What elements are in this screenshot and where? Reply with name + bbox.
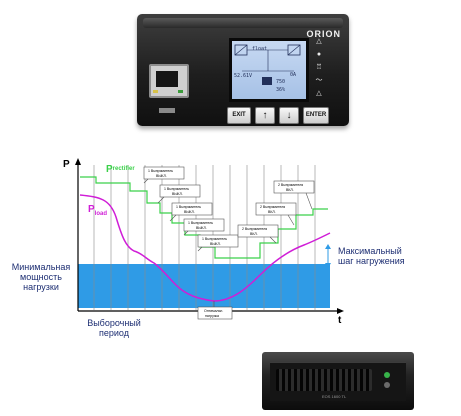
svg-text:2 Выпрямителя: 2 Выпрямителя xyxy=(278,183,303,187)
svg-text:ВЫКЛ.: ВЫКЛ. xyxy=(172,192,183,196)
t-axis-arrow xyxy=(337,308,344,314)
lcd-power: 750 xyxy=(276,79,286,85)
svg-text:ВКЛ.: ВКЛ. xyxy=(268,210,276,214)
p-axis-arrow xyxy=(75,158,81,165)
max-step-label: Максимальный шаг нагружения xyxy=(338,246,405,266)
ethernet-link-led xyxy=(153,90,158,93)
exit-button[interactable]: EXIT xyxy=(227,107,251,124)
alarm-icon: △ xyxy=(316,38,322,45)
minimum-load-band xyxy=(78,264,330,308)
rectifier-photo: EOS 1600 TL xyxy=(262,352,414,410)
svg-text:ВЫКЛ.: ВЫКЛ. xyxy=(184,210,195,214)
lcd-voltage: 52.61V xyxy=(234,73,253,79)
svg-text:1 Выпрямитель: 1 Выпрямитель xyxy=(188,221,213,225)
lcd-mode: float xyxy=(252,46,268,52)
ethernet-port-icon xyxy=(149,64,189,98)
svg-text:ВКЛ.: ВКЛ. xyxy=(286,188,294,192)
callout-minimum: Оптимальн.нагрузка xyxy=(197,301,233,320)
status-dot-icon: ● xyxy=(316,51,322,58)
load-series-label: Pload xyxy=(88,204,107,217)
rectifier-alarm-led xyxy=(384,382,390,388)
svg-text:1 Выпрямитель: 1 Выпрямитель xyxy=(148,169,173,173)
battery-icon: ♖ xyxy=(315,64,323,71)
service-slot xyxy=(159,108,175,113)
lcd-current: 0A xyxy=(290,72,297,78)
sampling-period-marker xyxy=(80,304,94,308)
load-power-curve xyxy=(79,194,331,302)
svg-text:Оптимальн.: Оптимальн. xyxy=(204,309,223,313)
brand-logo: ORION xyxy=(306,29,341,39)
rectifier-power-line xyxy=(80,176,328,259)
min-load-label: Минимальная мощность нагрузки xyxy=(11,262,71,292)
rectifier-model-label: EOS 1600 TL xyxy=(322,394,347,399)
lcd-display: float 52.61V 0A 750 36% xyxy=(229,38,309,102)
svg-text:ВЫКЛ.: ВЫКЛ. xyxy=(196,226,207,230)
rectifier-series-label: Prectifier xyxy=(106,164,135,175)
rectifier-vent-grille xyxy=(276,369,372,391)
efficiency-diagram: P t Prectifier Pload 1 ВыпрямительВЫКЛ. … xyxy=(63,158,344,326)
svg-text:ВЫКЛ.: ВЫКЛ. xyxy=(210,242,221,246)
p-axis-label: P xyxy=(63,159,70,170)
ethernet-port-socket xyxy=(156,71,178,87)
ethernet-activity-led xyxy=(178,90,183,93)
status-leds: △ ● ♖ 〜 △ xyxy=(315,38,329,106)
svg-text:2 Выпрямителя: 2 Выпрямителя xyxy=(242,227,267,231)
max-step-marker xyxy=(325,244,331,268)
down-button[interactable]: ↓ xyxy=(279,107,299,124)
t-axis-label: t xyxy=(338,315,342,326)
lcd-percent: 36% xyxy=(276,87,286,93)
ac-icon: 〜 xyxy=(315,77,323,84)
controller-top-edge xyxy=(143,18,343,28)
svg-text:ВКЛ.: ВКЛ. xyxy=(250,232,258,236)
controller-photo: ORION float 52.61V 0A 750 36% △ ● ♖ 〜 △ … xyxy=(137,14,349,132)
svg-text:нагрузка: нагрузка xyxy=(205,314,219,318)
svg-text:2 Выпрямителя: 2 Выпрямителя xyxy=(260,205,285,209)
sampling-gridlines xyxy=(93,165,316,310)
lcd-schematic xyxy=(234,44,301,85)
sampling-period-label: Выборочный период xyxy=(87,318,141,338)
up-button[interactable]: ↑ xyxy=(255,107,275,124)
svg-text:1 Выпрямитель: 1 Выпрямитель xyxy=(202,237,227,241)
svg-text:1 Выпрямитель: 1 Выпрямитель xyxy=(176,205,201,209)
enter-button[interactable]: ENTER xyxy=(303,107,329,124)
svg-text:1 Выпрямитель: 1 Выпрямитель xyxy=(164,187,189,191)
warning-icon: △ xyxy=(316,90,322,97)
svg-text:ВЫКЛ.: ВЫКЛ. xyxy=(156,174,167,178)
rectifier-ok-led xyxy=(384,372,390,378)
